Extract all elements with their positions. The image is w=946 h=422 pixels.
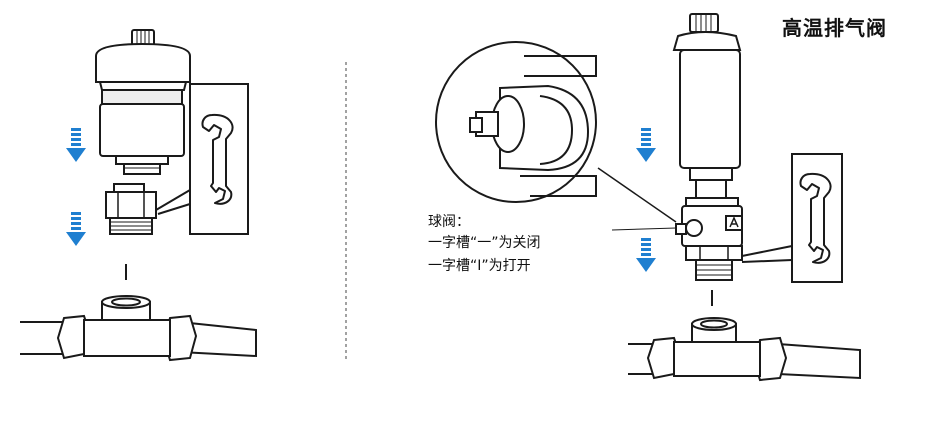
down-arrow-icon [66,212,86,246]
left-tee-pipe [20,295,257,362]
ball-valve-open-note: 一字槽“I”为打开 [428,258,531,274]
left-wrench-callout [155,83,249,235]
left-adapter-fitting [105,183,157,235]
high-temp-air-vent [672,13,743,281]
note-leader-line [611,227,677,231]
ball-valve-magnifier [435,41,677,223]
right-wrench-callout [741,153,843,283]
ball-valve-closed-note: 一字槽“一”为关闭 [428,235,541,251]
down-arrow-icon [636,128,656,162]
page-title: 高温排气阀 [782,16,887,40]
down-arrow-icon [636,238,656,272]
left-air-vent [95,29,191,175]
ball-valve-label: 球阀： [428,214,470,230]
down-arrow-icon [66,128,86,162]
right-tee-pipe [628,317,861,382]
